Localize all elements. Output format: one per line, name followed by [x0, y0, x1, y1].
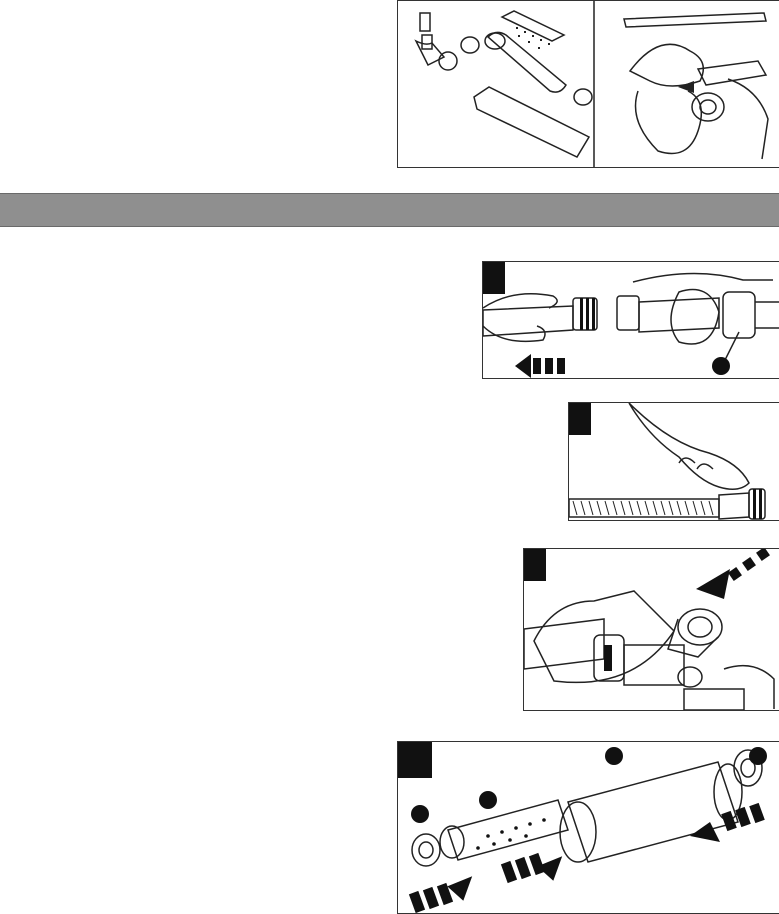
step-4-marker	[398, 742, 432, 778]
step-2-marker	[569, 403, 591, 435]
step-1-marker	[483, 262, 505, 294]
step-3-marker	[524, 549, 546, 581]
step-2-illustration	[568, 402, 779, 521]
top-illustration	[397, 0, 779, 168]
step-4-illustration	[397, 741, 779, 914]
section-header-bar	[0, 193, 779, 227]
filter-parts-illustration	[414, 1, 769, 167]
press-hose-end-illustration	[569, 403, 766, 520]
assemble-cartridge-illustration	[408, 747, 767, 913]
step-1-illustration	[482, 261, 779, 379]
pull-hose-apart-illustration	[483, 272, 779, 378]
step-3-illustration	[523, 548, 779, 711]
insert-filter-cap-illustration	[524, 549, 775, 710]
